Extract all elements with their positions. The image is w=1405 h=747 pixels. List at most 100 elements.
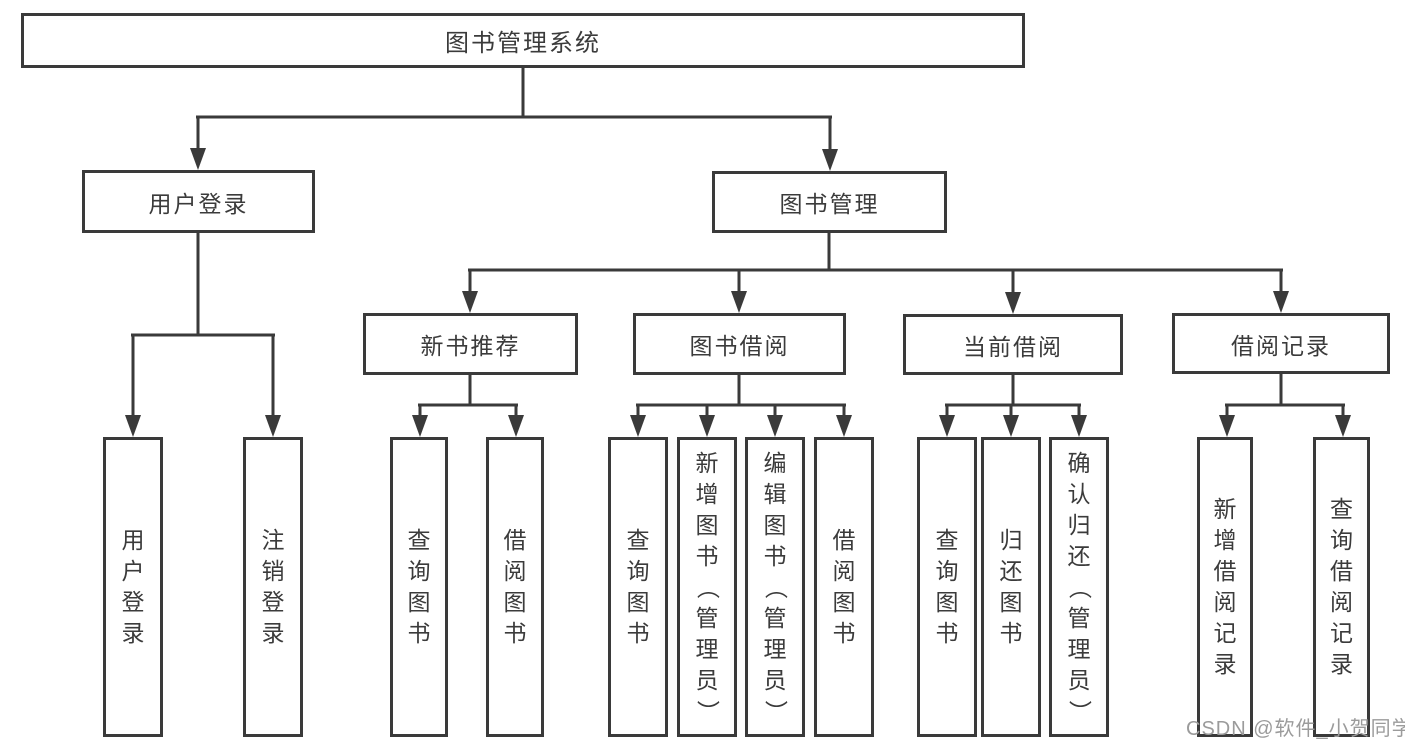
leaf-query-book-3: 查询图书 xyxy=(917,437,977,737)
vertical-char: 书 xyxy=(407,620,431,646)
vertical-char: 书 xyxy=(935,620,959,646)
vertical-char: 查 xyxy=(935,527,959,553)
node-label: 当前借阅 xyxy=(963,333,1063,360)
leaf-query-book-2: 查询图书 xyxy=(608,437,668,737)
vertical-char: 询 xyxy=(1330,527,1353,553)
vertical-char: 登 xyxy=(121,589,145,615)
vertical-char: 理 xyxy=(1067,635,1091,662)
node-book-borrow: 图书借阅 xyxy=(633,313,846,375)
vertical-char: 管 xyxy=(763,604,787,631)
vertical-char: 书 xyxy=(832,620,856,646)
vertical-char: 书 xyxy=(999,620,1023,646)
leaf-borrow-book-2: 借阅图书 xyxy=(814,437,874,737)
vertical-char: 增 xyxy=(695,480,719,507)
vertical-char: 注 xyxy=(261,527,285,553)
vertical-char: 查 xyxy=(626,527,650,553)
vertical-char: 阅 xyxy=(503,558,527,584)
vertical-char: 图 xyxy=(763,511,787,538)
vertical-char: 归 xyxy=(1067,511,1091,538)
vertical-char: 借 xyxy=(1213,558,1237,584)
vertical-char: 录 xyxy=(1330,651,1353,677)
vertical-char: 询 xyxy=(935,558,959,584)
vertical-char: 阅 xyxy=(1330,589,1353,615)
vertical-char: 图 xyxy=(695,511,719,538)
vertical-char: 增 xyxy=(1213,527,1237,553)
vertical-char: （ xyxy=(1066,575,1093,599)
vertical-char: 图 xyxy=(935,589,959,615)
vertical-char: 户 xyxy=(121,558,145,584)
node-book-management: 图书管理 xyxy=(712,171,947,233)
vertical-char: 还 xyxy=(999,558,1023,584)
vertical-char: 询 xyxy=(626,558,650,584)
vertical-char: 理 xyxy=(695,635,719,662)
leaf-return-book: 归还图书 xyxy=(981,437,1041,737)
node-user-login: 用户登录 xyxy=(82,170,315,233)
vertical-char: 认 xyxy=(1067,480,1091,507)
vertical-char: 确 xyxy=(1067,449,1091,476)
leaf-logout: 注销登录 xyxy=(243,437,303,737)
node-label: 借阅记录 xyxy=(1231,332,1331,359)
leaf-edit-book-admin: 编辑图书（管理员） xyxy=(745,437,805,737)
vertical-char: 阅 xyxy=(832,558,856,584)
vertical-char: 新 xyxy=(695,449,719,476)
vertical-char: 录 xyxy=(261,620,285,646)
node-new-book-recommend: 新书推荐 xyxy=(363,313,578,375)
vertical-char: 辑 xyxy=(763,480,787,507)
vertical-char: 记 xyxy=(1330,620,1353,646)
leaf-query-borrow-record: 查询借阅记录 xyxy=(1313,437,1370,737)
vertical-char: 借 xyxy=(832,527,856,553)
node-borrow-records: 借阅记录 xyxy=(1172,313,1390,374)
leaf-borrow-book-1: 借阅图书 xyxy=(486,437,544,737)
vertical-char: 书 xyxy=(763,542,787,569)
vertical-char: 录 xyxy=(121,620,145,646)
vertical-char: 询 xyxy=(407,558,431,584)
vertical-char: 编 xyxy=(763,449,787,476)
vertical-char: 登 xyxy=(261,589,285,615)
vertical-char: ） xyxy=(694,699,721,723)
vertical-char: 图 xyxy=(503,589,527,615)
vertical-char: 记 xyxy=(1213,620,1237,646)
vertical-char: 图 xyxy=(407,589,431,615)
leaf-query-book-1: 查询图书 xyxy=(390,437,448,737)
vertical-char: 员 xyxy=(1067,666,1091,693)
vertical-char: 书 xyxy=(503,620,527,646)
leaf-confirm-return-admin: 确认归还 （ 管理员 ） xyxy=(1049,437,1109,737)
node-label: 用户登录 xyxy=(148,190,249,217)
vertical-char: 借 xyxy=(1330,558,1353,584)
vertical-char: 录 xyxy=(1213,651,1237,677)
vertical-char: 查 xyxy=(1330,496,1353,522)
vertical-char: ） xyxy=(762,699,789,723)
vertical-char: 员 xyxy=(763,666,787,693)
node-label: 图书管理系统 xyxy=(445,30,601,57)
node-current-borrow: 当前借阅 xyxy=(903,314,1123,375)
node-label: 图书借阅 xyxy=(689,333,790,359)
vertical-char: 书 xyxy=(695,542,719,569)
node-label: 图书管理 xyxy=(779,191,880,217)
node-system-root: 图书管理系统 xyxy=(21,13,1025,68)
vertical-char: 归 xyxy=(999,527,1023,553)
leaf-add-borrow-record: 新增借阅记录 xyxy=(1197,437,1253,737)
vertical-char: 用 xyxy=(121,527,145,553)
vertical-char: 借 xyxy=(503,527,527,553)
vertical-char: 阅 xyxy=(1213,589,1237,615)
vertical-char: 新 xyxy=(1213,496,1237,522)
vertical-char: 还 xyxy=(1067,542,1091,569)
leaf-user-login: 用户登录 xyxy=(103,437,163,737)
vertical-char: 图 xyxy=(999,589,1023,615)
vertical-char: 管 xyxy=(1067,604,1091,631)
vertical-char: 管 xyxy=(695,604,719,631)
vertical-char: 理 xyxy=(763,635,787,662)
vertical-char: （ xyxy=(694,575,721,599)
vertical-char: 书 xyxy=(626,620,650,646)
vertical-char: ） xyxy=(1066,699,1093,723)
vertical-char: 查 xyxy=(407,527,431,553)
csdn-watermark: CSDN @软件_小贺同学 xyxy=(1186,718,1405,740)
vertical-char: 图 xyxy=(832,589,856,615)
vertical-char: 图 xyxy=(626,589,650,615)
vertical-char: 销 xyxy=(261,558,285,584)
vertical-char: 员 xyxy=(695,666,719,693)
node-label: 新书推荐 xyxy=(420,333,521,359)
leaf-add-book-admin: 新增图书 （ 管理员 ） xyxy=(677,437,737,737)
